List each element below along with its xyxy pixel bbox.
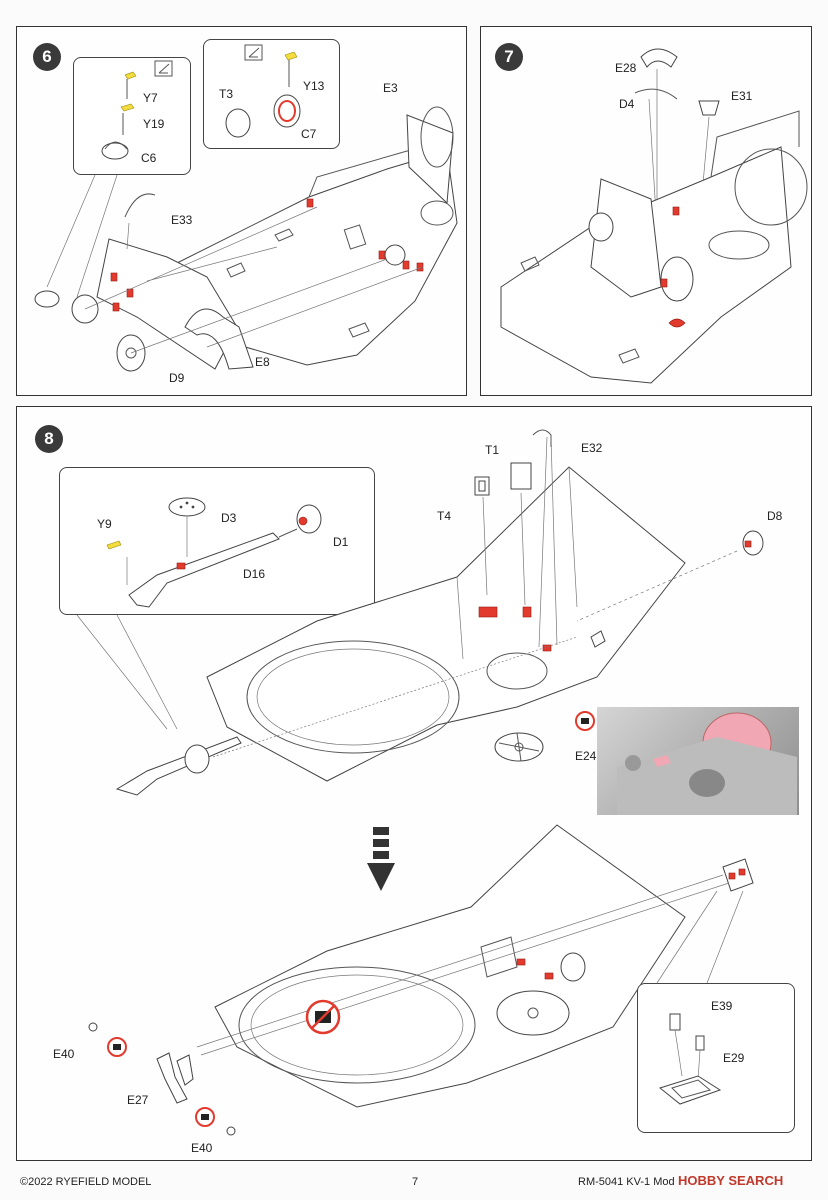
step-6-drawing bbox=[34, 44, 458, 372]
label-c6: C6 bbox=[141, 151, 157, 165]
step-8-inset-e39 bbox=[637, 983, 795, 1133]
step-7-badge: 7 bbox=[495, 43, 523, 71]
label-y13: Y13 bbox=[303, 79, 325, 93]
footer-copyright: ©2022 RYEFIELD MODEL bbox=[20, 1176, 152, 1188]
label-d8: D8 bbox=[767, 509, 783, 523]
step-8-panel: 8 bbox=[16, 406, 812, 1161]
step-6-panel: 6 bbox=[16, 26, 467, 396]
label-c7: C7 bbox=[301, 127, 317, 141]
label-e39: E39 bbox=[711, 999, 733, 1013]
label-d1: D1 bbox=[333, 535, 349, 549]
label-e27: E27 bbox=[127, 1093, 149, 1107]
e39-e29-drawing bbox=[658, 1013, 722, 1105]
label-d9: D9 bbox=[169, 371, 185, 385]
step-8-inset-mg bbox=[59, 467, 375, 615]
label-e24: E24 bbox=[575, 749, 597, 763]
label-e40-left: E40 bbox=[53, 1047, 75, 1061]
step-7-drawing bbox=[500, 48, 808, 384]
label-d4: D4 bbox=[619, 97, 635, 111]
label-e40-bottom: E40 bbox=[191, 1141, 213, 1155]
label-e31: E31 bbox=[731, 89, 753, 103]
label-y7: Y7 bbox=[143, 91, 158, 105]
label-e32: E32 bbox=[581, 441, 603, 455]
label-e29: E29 bbox=[723, 1051, 745, 1065]
label-t3: T3 bbox=[219, 87, 234, 101]
label-d3: D3 bbox=[221, 511, 237, 525]
label-t1: T1 bbox=[485, 443, 500, 457]
label-e3: E3 bbox=[383, 81, 398, 95]
step-7-panel: 7 E28 D4 E31 bbox=[480, 26, 812, 396]
step-8-drawing bbox=[76, 429, 764, 1136]
step-6-inset-right bbox=[203, 39, 340, 149]
label-e28: E28 bbox=[615, 61, 637, 75]
label-e8: E8 bbox=[255, 355, 270, 369]
footer-page-number: 7 bbox=[412, 1176, 419, 1188]
reference-photo bbox=[597, 707, 799, 815]
label-y19: Y19 bbox=[143, 117, 165, 131]
step-6-badge: 6 bbox=[33, 43, 61, 71]
footer-product: RM-5041 KV-1 Model 1942 Simplified Turre… bbox=[578, 1176, 674, 1188]
step-8-badge: 8 bbox=[35, 425, 63, 453]
label-d16: D16 bbox=[243, 567, 266, 581]
label-y9: Y9 bbox=[97, 517, 112, 531]
label-t4: T4 bbox=[437, 509, 452, 523]
footer-watermark: HOBBY SEARCH bbox=[678, 1173, 784, 1188]
label-e33: E33 bbox=[171, 213, 193, 227]
reference-photo-drawing bbox=[617, 712, 797, 815]
